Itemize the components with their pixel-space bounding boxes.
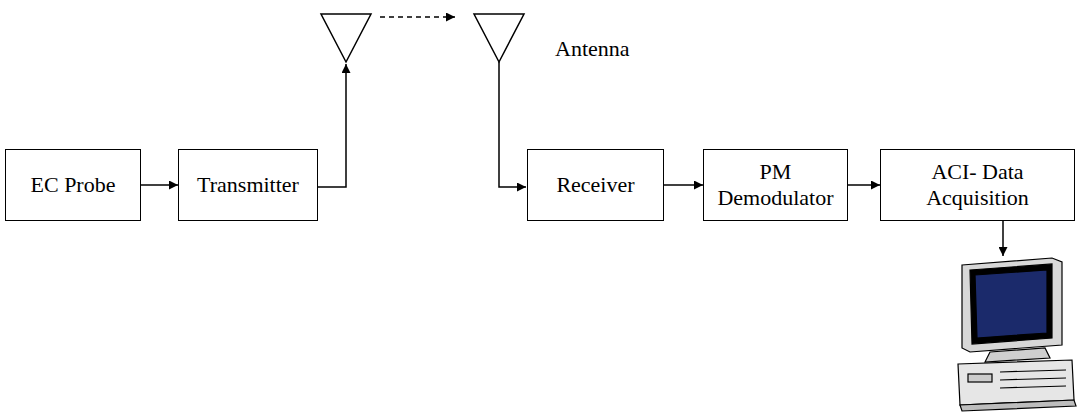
output-arrow — [1002, 221, 1004, 256]
box-label: Transmitter — [197, 172, 299, 198]
process-box: EC Probe — [5, 149, 141, 221]
antenna-label: Antenna — [555, 36, 630, 62]
antenna-symbol — [474, 14, 524, 62]
process-box: Receiver — [527, 149, 664, 221]
box-label: EC Probe — [31, 172, 116, 198]
antenna-symbol — [321, 14, 371, 62]
feed-wire — [318, 64, 346, 187]
box-label: PM Demodulator — [704, 159, 847, 212]
box-label: Receiver — [556, 172, 634, 198]
computer-icon — [958, 258, 1076, 411]
process-box: ACI- Data Acquisition — [880, 149, 1075, 221]
process-box: Transmitter — [178, 149, 318, 221]
process-box: PM Demodulator — [703, 149, 848, 221]
box-label: ACI- Data Acquisition — [881, 159, 1074, 212]
feed-wire — [499, 62, 526, 187]
signal-arrow — [664, 184, 703, 186]
signal-arrow — [848, 184, 880, 186]
radio-link — [380, 16, 455, 18]
signal-arrow — [141, 184, 178, 186]
